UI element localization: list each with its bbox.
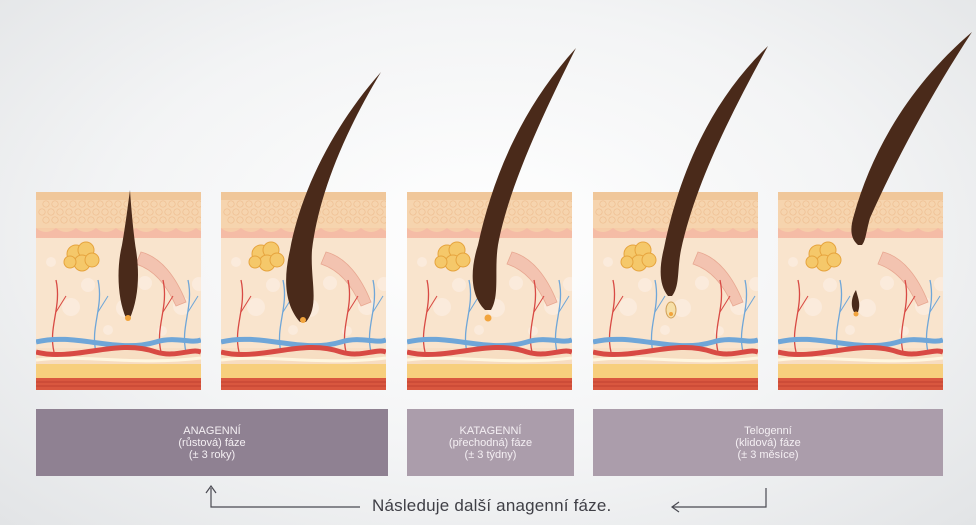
muscle-layer [407, 378, 572, 390]
katagen-phase-box: KATAGENNÍ (přechodná) fáze (± 3 týdny) [407, 409, 574, 476]
papilla-1 [125, 315, 131, 321]
anagen-phase-box: ANAGENNÍ (růstová) fáze (± 3 roky) [36, 409, 388, 476]
telogen-duration: (± 3 měsíce) [737, 449, 798, 461]
muscle-layer [593, 378, 758, 390]
katagen-title: KATAGENNÍ [460, 425, 522, 437]
anagen-duration: (± 3 roky) [189, 449, 235, 461]
epidermis-top [407, 192, 572, 200]
muscle-layer [221, 378, 386, 390]
telogen-kind: (klidová) fáze [735, 437, 800, 449]
fat-layer [778, 364, 943, 378]
katagen-kind: (přechodná) fáze [449, 437, 532, 449]
return-arrow-left [211, 488, 360, 507]
telogen-phase-box: Telogenní (klidová) fáze (± 3 měsíce) [593, 409, 943, 476]
fat-layer [36, 364, 201, 378]
fat-layer [593, 364, 758, 378]
anagen-kind: (růstová) fáze [178, 437, 245, 449]
fat-layer [407, 364, 572, 378]
cycle-caption: Následuje další anagenní fáze. [372, 496, 642, 516]
epidermis-top [221, 192, 386, 200]
epidermis-top [36, 192, 201, 200]
papilla-5 [854, 312, 859, 317]
papilla-2 [300, 317, 306, 323]
katagen-duration: (± 3 týdny) [465, 449, 517, 461]
fat-layer [221, 364, 386, 378]
muscle-layer [778, 378, 943, 390]
papilla-3 [485, 315, 492, 322]
return-arrow-right [672, 488, 766, 507]
muscle-layer [36, 378, 201, 390]
epidermis-top [593, 192, 758, 200]
telogen-title: Telogenní [744, 425, 792, 437]
anagen-title: ANAGENNÍ [183, 425, 240, 437]
